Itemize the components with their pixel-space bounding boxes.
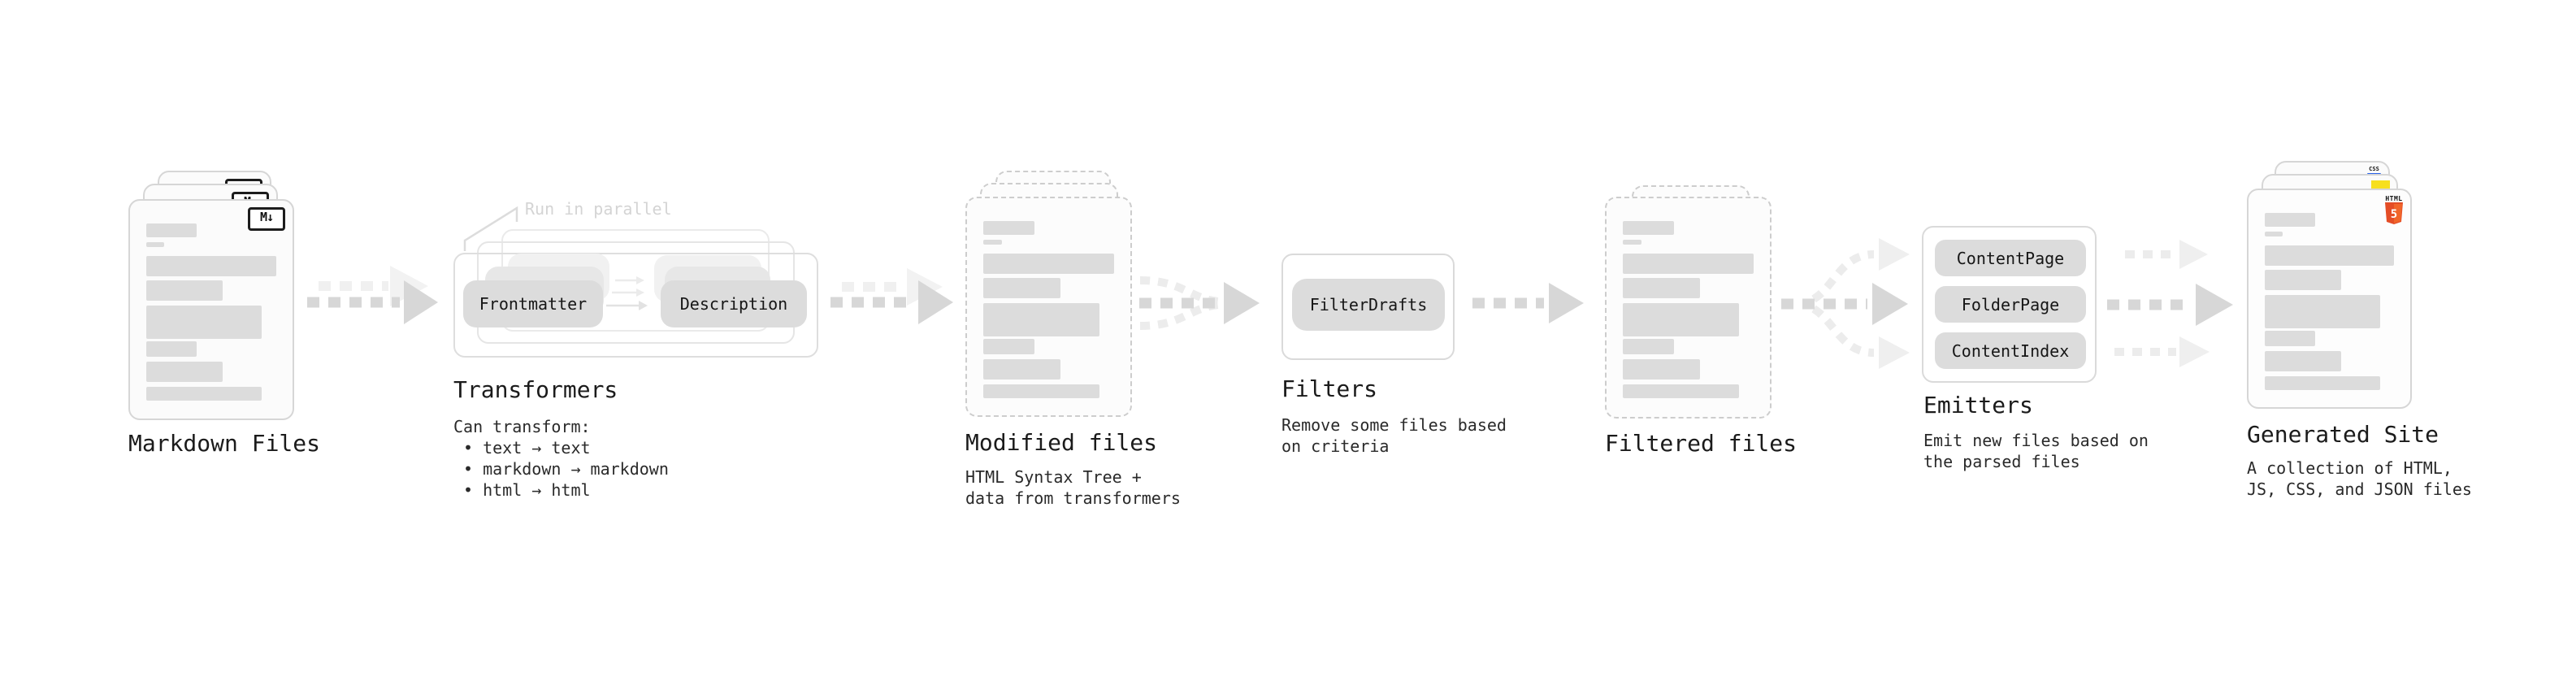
- html5-logo-icon: HTML 5: [2384, 195, 2404, 228]
- markdown-icon: M↓: [248, 207, 285, 231]
- description-pill: Description: [661, 280, 807, 327]
- filters-note: Remove some files based: [1281, 415, 1507, 435]
- transformers-label: Transformers: [453, 376, 618, 403]
- contentpage-pill: ContentPage: [1935, 240, 2086, 276]
- modified-files-note: data from transformers: [965, 488, 1181, 508]
- filters-note: on criteria: [1281, 436, 1390, 456]
- filterdrafts-pill: FilterDrafts: [1292, 279, 1445, 331]
- document-content-placeholder: [146, 223, 276, 401]
- filters-label: Filters: [1281, 375, 1378, 402]
- arrow-emitters-to-generated-icon: [2107, 240, 2233, 367]
- transformers-bullet: • html → html: [463, 480, 591, 500]
- document-content-placeholder: [983, 221, 1114, 398]
- arrow-markdown-to-transformers-icon: [307, 266, 438, 324]
- emitters-note: the parsed files: [1923, 452, 2080, 471]
- generated-site-label: Generated Site: [2247, 421, 2439, 448]
- arrow-filters-to-filtered-icon: [1472, 283, 1584, 323]
- transformers-bullet: • markdown → markdown: [463, 459, 669, 479]
- markdown-files-label: Markdown Files: [128, 430, 321, 457]
- modified-files-note: HTML Syntax Tree +: [965, 467, 1142, 487]
- generated-doc-front: HTML 5: [2247, 189, 2412, 409]
- markdown-doc-front: M↓: [128, 199, 294, 420]
- run-in-parallel-connector-line: [463, 206, 518, 251]
- svg-text:5: 5: [2391, 208, 2397, 221]
- modified-doc-front: [965, 197, 1132, 417]
- document-content-placeholder: [2265, 213, 2394, 390]
- arrow-transformers-to-modified-icon: [830, 268, 953, 324]
- run-in-parallel-annotation: Run in parallel: [525, 199, 672, 219]
- modified-files-label: Modified files: [965, 429, 1158, 456]
- document-content-placeholder: [1623, 221, 1754, 398]
- filtered-files-label: Filtered files: [1605, 430, 1798, 457]
- transformer-box-front: [453, 253, 818, 358]
- emitters-box: ContentPage FolderPage ContentIndex: [1922, 226, 2097, 383]
- arrow-filtered-to-emitters-icon: [1781, 238, 1910, 369]
- arrow-modified-to-filters-icon: [1139, 276, 1260, 330]
- generated-site-note: A collection of HTML,: [2247, 458, 2452, 478]
- generated-site-note: JS, CSS, and JSON files: [2247, 479, 2472, 499]
- folderpage-pill: FolderPage: [1935, 286, 2086, 323]
- transformers-note-title: Can transform:: [453, 417, 591, 436]
- contentindex-pill: ContentIndex: [1935, 332, 2086, 369]
- transformers-bullet: • text → text: [463, 438, 591, 458]
- filtered-doc-front: [1605, 197, 1772, 419]
- emitters-label: Emitters: [1923, 392, 2033, 419]
- transformer-parallel-arrows-icon: [606, 276, 648, 310]
- frontmatter-pill: Frontmatter: [463, 280, 603, 327]
- emitters-note: Emit new files based on: [1923, 431, 2149, 450]
